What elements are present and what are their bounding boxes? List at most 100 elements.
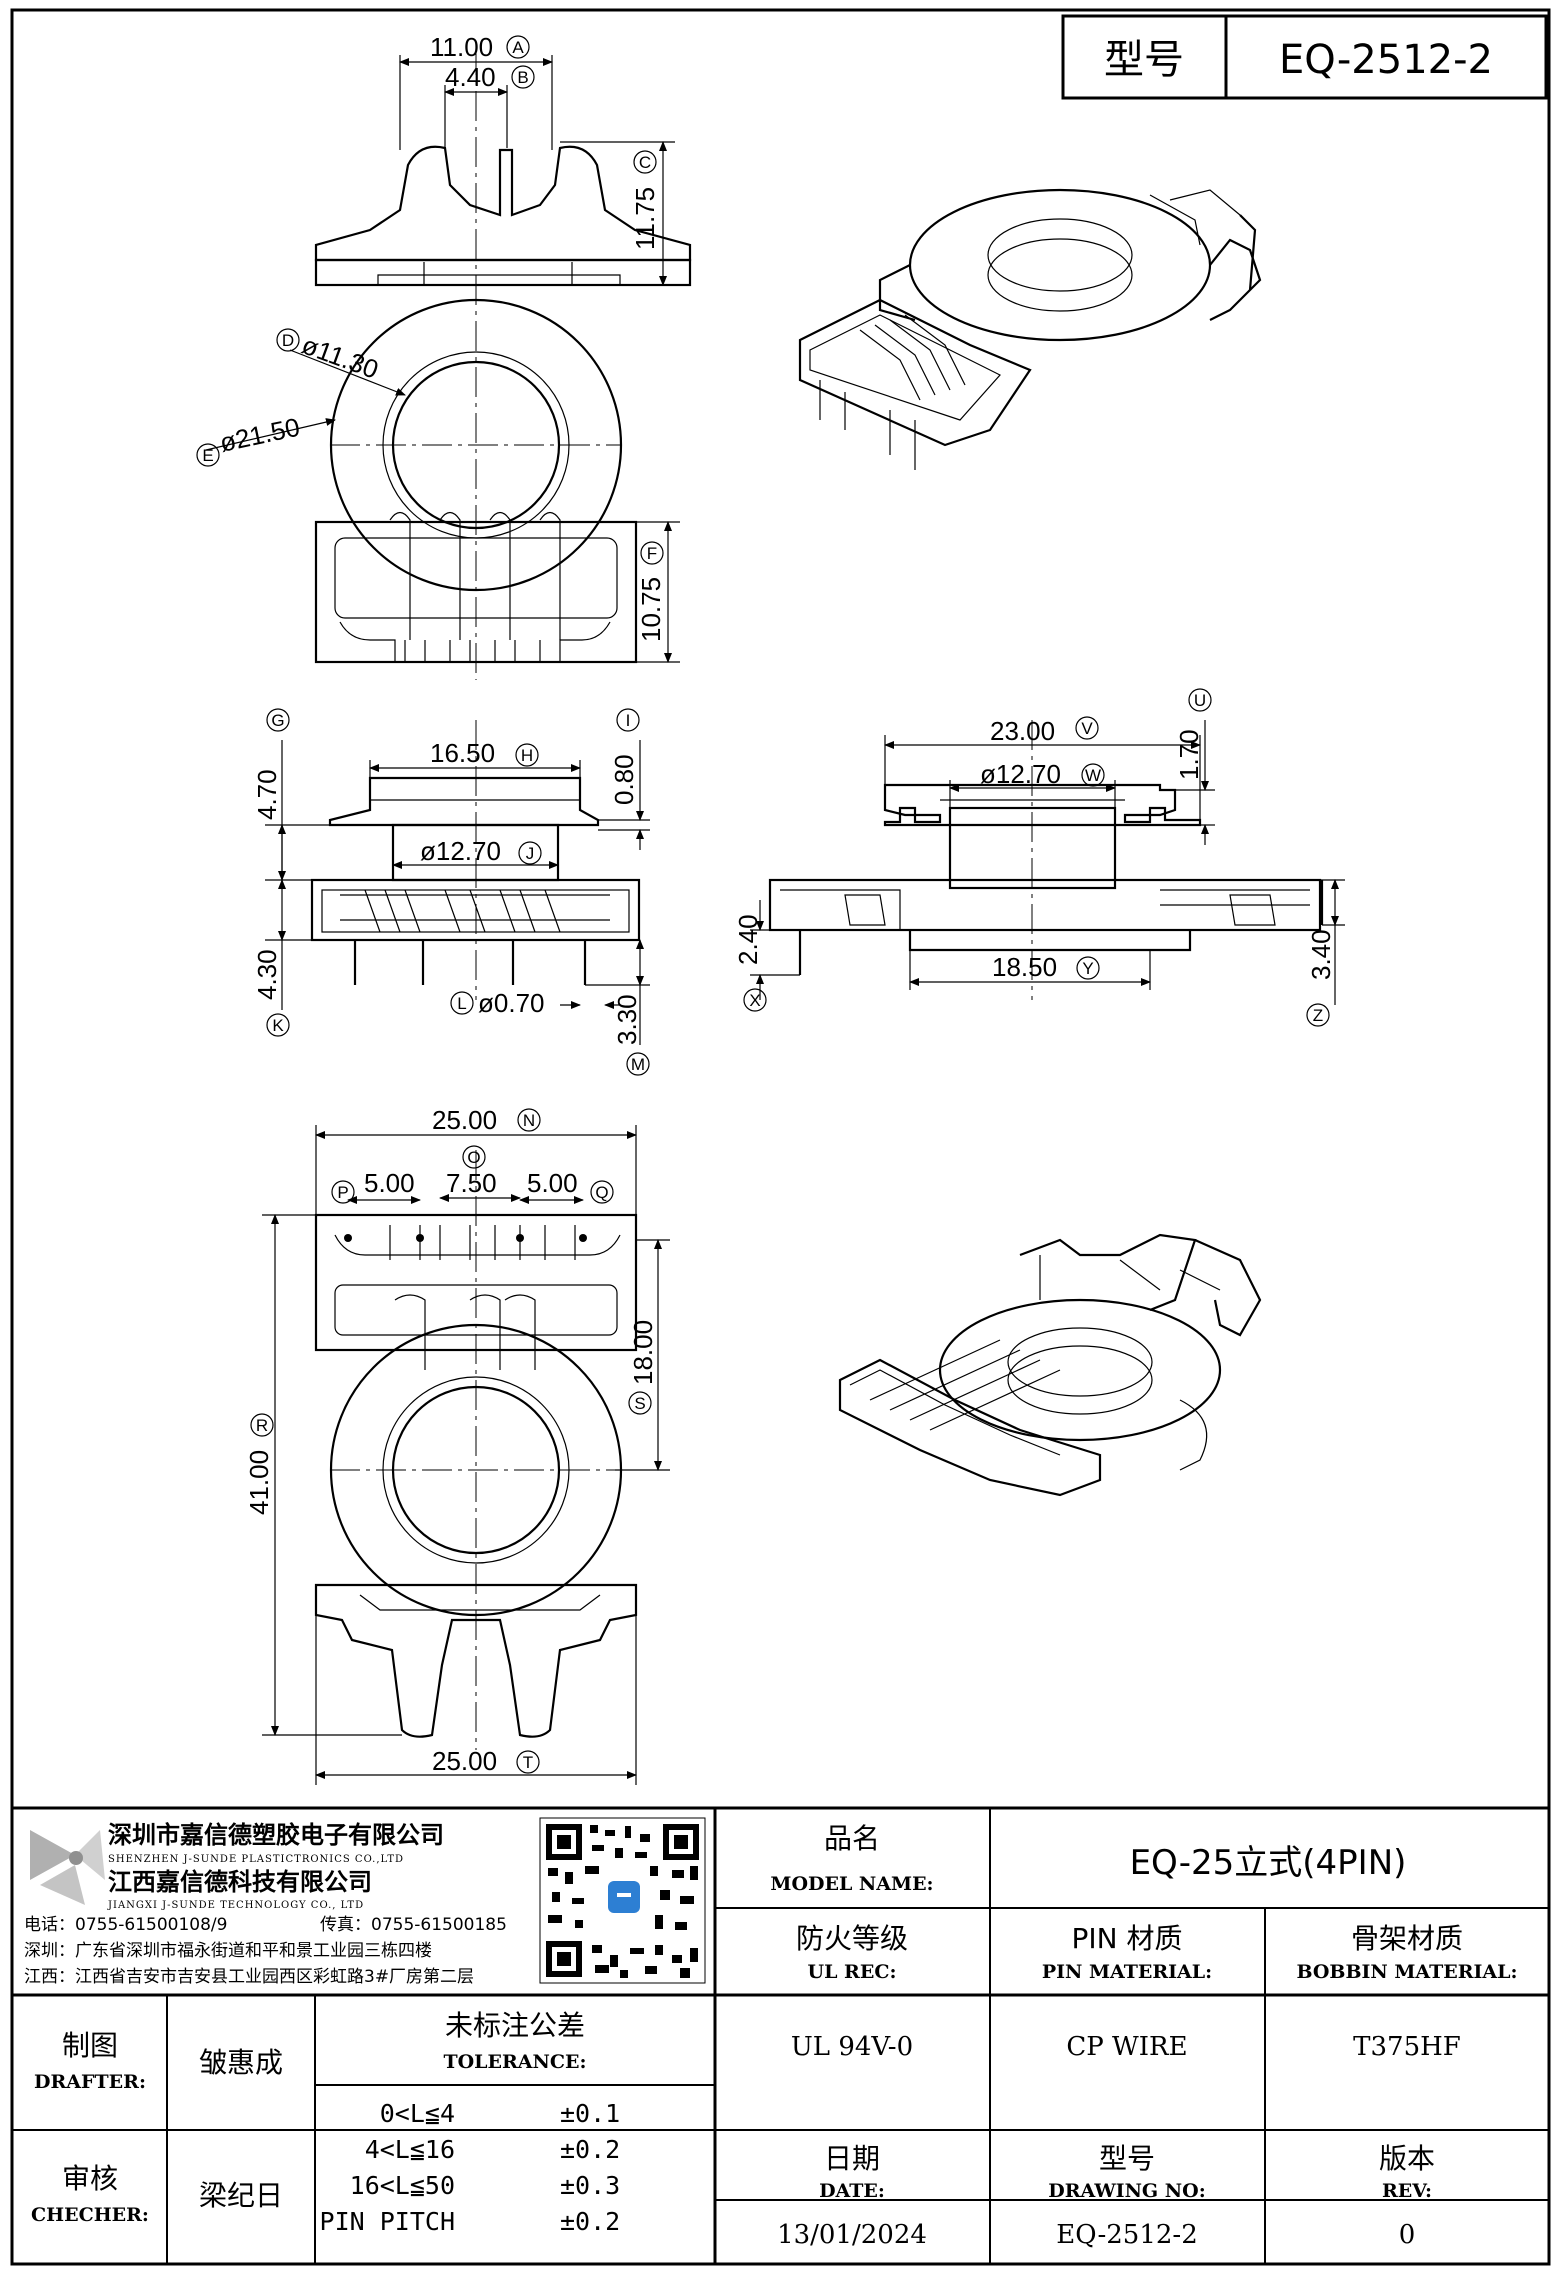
bobbin-material-en: BOBBIN MATERIAL:: [1296, 1961, 1517, 1983]
dim-N: 25.00: [432, 1105, 497, 1135]
checker-cn: 审核: [62, 2162, 118, 2195]
dim-E: ø21.50: [217, 412, 302, 458]
tolerance-range: 4<L≦16: [365, 2135, 455, 2164]
dim-H: 16.50: [430, 738, 495, 768]
dim-G: 4.70: [252, 769, 282, 820]
company-phone: 电话：0755-61500108/9: [24, 1915, 227, 1935]
rev-cn: 版本: [1379, 2142, 1435, 2175]
drawing-no-cn: 型号: [1099, 2142, 1155, 2175]
title-block: 深圳市嘉信德塑胶电子有限公司 SHENZHEN J-SUNDE PLASTICT…: [12, 1806, 1549, 2264]
date-cn: 日期: [824, 2142, 880, 2175]
drawing-no-en: DRAWING NO:: [1048, 2180, 1205, 2202]
svg-text:I: I: [626, 711, 631, 730]
svg-text:D: D: [282, 331, 294, 350]
svg-text:W: W: [1085, 766, 1101, 785]
tolerance-en: TOLERANCE:: [443, 2051, 586, 2073]
dim-B: 4.40: [445, 62, 496, 92]
pin-material-en: PIN MATERIAL:: [1042, 1961, 1212, 1983]
bottom-view: 25.00 N O 7.50 P 5.00 Q 5.00 41.00 R 18.…: [244, 1105, 670, 1785]
date-value: 13/01/2024: [777, 2220, 927, 2250]
isometric-view-bottom: [838, 1233, 1262, 1497]
svg-text:L: L: [457, 994, 466, 1013]
dim-T: 25.00: [432, 1746, 497, 1776]
svg-text:T: T: [523, 1753, 533, 1772]
svg-text:Q: Q: [595, 1183, 608, 1202]
svg-text:P: P: [337, 1183, 348, 1202]
svg-text:C: C: [639, 153, 651, 172]
model-name-en: MODEL NAME:: [770, 1873, 933, 1895]
model-name-value: EQ-25立式(4PIN): [1130, 1843, 1407, 1883]
dim-D: ø11.30: [298, 329, 383, 384]
side-view: 23.00 V ø12.70 W 1.70 U 18.50 Y 2.40 X 3: [733, 688, 1345, 1027]
checker-en: CHECHER:: [31, 2204, 149, 2226]
dim-A: 11.00: [430, 32, 493, 62]
date-en: DATE:: [819, 2180, 885, 2202]
svg-text:M: M: [631, 1055, 645, 1074]
company-name-sz: 深圳市嘉信德塑胶电子有限公司: [108, 1821, 444, 1849]
svg-text:N: N: [523, 1111, 535, 1130]
tolerance-range: 0<L≦4: [380, 2099, 455, 2128]
tolerance-value: ±0.2: [560, 2135, 620, 2164]
svg-text:J: J: [526, 844, 535, 863]
dim-K: 4.30: [252, 949, 282, 1000]
dim-I: 0.80: [609, 754, 639, 805]
bobbin-material-value: T375HF: [1353, 2032, 1461, 2062]
drafter-value: 皱惠成: [199, 2046, 283, 2079]
dim-C: 11.75: [630, 187, 660, 250]
company-fax: 传真：0755-61500185: [320, 1915, 507, 1935]
header-model-value: EQ-2512-2: [1279, 37, 1493, 83]
model-name-cn: 品名: [824, 1822, 880, 1855]
svg-text:U: U: [1194, 691, 1206, 710]
dim-W: ø12.70: [980, 759, 1061, 789]
rev-value: 0: [1399, 2220, 1416, 2250]
pin-material-cn: PIN 材质: [1072, 1922, 1183, 1955]
dim-R: 41.00: [244, 1450, 274, 1515]
dim-X: 2.40: [733, 914, 763, 965]
svg-text:R: R: [256, 1416, 268, 1435]
rev-en: REV:: [1382, 2180, 1432, 2202]
header-model-box: 型号 EQ-2512-2: [1061, 14, 1548, 100]
tolerance-cn: 未标注公差: [445, 2009, 585, 2042]
svg-text:Y: Y: [1082, 959, 1093, 978]
svg-text:B: B: [517, 68, 528, 87]
pin-material-value: CP WIRE: [1066, 2032, 1187, 2062]
qr-code: [539, 1817, 706, 1984]
company-name-jx: 江西嘉信德科技有限公司: [108, 1868, 372, 1896]
top-view: 11.00 A 4.40 B 11.75 C D ø11.30 E ø21.50…: [196, 32, 692, 680]
dim-Z: 3.40: [1306, 929, 1336, 980]
dim-V: 23.00: [990, 716, 1055, 746]
svg-text:E: E: [202, 446, 213, 465]
dim-S: 18.00: [628, 1320, 658, 1385]
svg-text:X: X: [749, 991, 760, 1010]
dim-M: 3.30: [612, 994, 642, 1045]
company-address-jx: 江西：江西省吉安市吉安县工业园西区彩虹路3#厂房第二层: [24, 1967, 474, 1987]
checker-value: 梁纪日: [199, 2179, 283, 2212]
svg-text:V: V: [1081, 719, 1093, 738]
header-model-label: 型号: [1104, 37, 1184, 83]
company-address-sz: 深圳：广东省深圳市福永街道和平和景工业园三栋四楼: [24, 1941, 432, 1961]
dim-F: 10.75: [636, 577, 666, 642]
company-name-jx-en: JIANGXI J-SUNDE TECHNOLOGY CO., LTD: [107, 1900, 364, 1911]
svg-text:G: G: [271, 711, 284, 730]
ul-rec-value: UL 94V-0: [791, 2032, 913, 2062]
drafter-cn: 制图: [62, 2029, 118, 2062]
dim-O: 7.50: [446, 1168, 497, 1198]
ul-rec-cn: 防火等级: [796, 1922, 908, 1955]
svg-text:O: O: [467, 1148, 480, 1167]
ul-rec-en: UL REC:: [808, 1961, 897, 1983]
tolerance-range: 16<L≦50: [350, 2171, 455, 2200]
isometric-view-top: [798, 188, 1262, 470]
dim-J: ø12.70: [420, 836, 501, 866]
sheet-border: [10, 8, 1551, 2266]
bobbin-material-cn: 骨架材质: [1351, 1922, 1463, 1955]
svg-text:K: K: [272, 1016, 284, 1035]
svg-text:Z: Z: [1313, 1006, 1323, 1025]
dim-Y: 18.50: [992, 952, 1057, 982]
dim-L: ø0.70: [478, 988, 545, 1018]
drafter-en: DRAFTER:: [34, 2071, 146, 2093]
dim-U: 1.70: [1174, 729, 1204, 780]
tolerance-range: PIN PITCH: [320, 2207, 455, 2236]
svg-text:A: A: [512, 38, 524, 57]
